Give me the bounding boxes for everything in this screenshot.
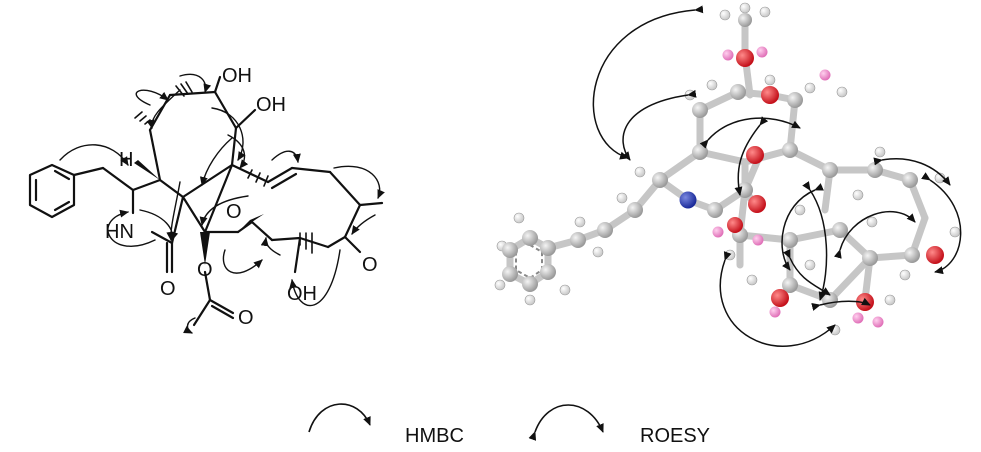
label-o-acetoxy: O (197, 259, 213, 281)
hydrogen-atom (794, 204, 806, 216)
hmbc-arrow-symbol (308, 403, 371, 433)
acetoxy-group (192, 270, 235, 327)
hydroxyl-hydrogen (756, 46, 768, 58)
label-oh-top: OH (222, 65, 252, 87)
carbon-atom (867, 162, 883, 178)
carbon-atom (862, 250, 878, 266)
carbon-atom (502, 266, 518, 282)
carbon-atom (782, 142, 798, 158)
label-o-ketone: O (362, 254, 378, 276)
nitrogen-atom (679, 191, 697, 209)
carbon-atom (822, 162, 838, 178)
carbon-atom (540, 240, 556, 256)
hydrogen-atom (804, 82, 816, 94)
hydrogen-atom (719, 9, 731, 21)
label-h: H (119, 149, 133, 171)
hmbc-arrows-2d (59, 73, 385, 334)
hydrogen-atom (494, 279, 506, 291)
hmbc-label: HMBC (405, 425, 464, 447)
carbon-atom (832, 222, 848, 238)
hydrogen-atom (852, 189, 864, 201)
carbon-atom (522, 230, 538, 246)
carbon-atom (782, 232, 798, 248)
hydroxyl-hydrogen (752, 234, 764, 246)
hydrogen-atom (866, 216, 878, 228)
carbon-atom (787, 92, 803, 108)
carbon-atom (738, 13, 752, 27)
oxygen-atom (727, 217, 743, 233)
carbon-atom (692, 102, 708, 118)
carbon-atom (707, 202, 723, 218)
oxygen-atom (926, 246, 944, 264)
hydrogen-atom (592, 246, 604, 258)
hydroxyl-hydrogens (712, 46, 884, 328)
hydroxyl-hydrogen (819, 69, 831, 81)
aromatic-dashes (515, 244, 543, 280)
carbon-atom (902, 172, 918, 188)
wedge-acetoxy (200, 232, 210, 265)
hydrogen-atom (513, 212, 525, 224)
oxygen-atom (761, 86, 779, 104)
hydrogen-atom (949, 226, 961, 238)
carbon-atom (502, 242, 518, 258)
hydrogen-atom (746, 274, 758, 286)
carbon-atom (652, 172, 668, 188)
hydroxyl-hydrogen (872, 316, 884, 328)
macrocycle (203, 166, 384, 274)
hydrogen-atom (724, 249, 736, 261)
structure-2d: OH OH H HN O O O O OH O (28, 65, 385, 334)
legend-hmbc: HMBC (308, 403, 464, 447)
carbon-atom (540, 264, 556, 280)
hydrogen-atom (874, 146, 886, 158)
label-o-ring: O (226, 201, 242, 223)
carbon-atoms (502, 13, 920, 308)
oxygen-atom (746, 146, 764, 164)
oxygen-atom (771, 289, 789, 307)
carbon-atom (627, 202, 643, 218)
hydrogen-atom (804, 259, 816, 271)
carbon-atom (730, 84, 746, 100)
hydroxyl-hydrogen (769, 306, 781, 318)
hydrogen-atom (559, 284, 571, 296)
carbon-atom (597, 222, 613, 238)
wedge-h (134, 160, 160, 180)
carbon-atom (522, 276, 538, 292)
hydrogen-atom (524, 294, 536, 306)
carbon-atom (570, 232, 586, 248)
legend: HMBC ROESY (308, 403, 710, 447)
carbon-atom (904, 247, 920, 263)
hydrogen-atom (759, 6, 771, 18)
hydrogen-atom (616, 192, 628, 204)
hydroxyl-hydrogen (712, 226, 724, 238)
hydrogen-atom (706, 79, 718, 91)
benzyl-chain (72, 166, 135, 192)
label-hn: HN (105, 221, 134, 243)
oxygen-atom (736, 49, 754, 67)
hydrogen-atom (574, 216, 586, 228)
roesy-label: ROESY (640, 425, 710, 447)
hydrogen-atom (739, 2, 751, 14)
label-oh-right: OH (256, 94, 286, 116)
oxygen-atom (748, 195, 766, 213)
label-o-acetyl: O (238, 307, 254, 329)
structure-3d-model (494, 2, 962, 347)
hydrogen-atom (829, 324, 841, 336)
hydroxyl-hydrogen (722, 49, 734, 61)
hydrogen-atom (884, 294, 896, 306)
hydroxyl-hydrogen (852, 312, 864, 324)
roesy-arrows-3d (592, 5, 962, 347)
hydrogen-atom (836, 86, 848, 98)
label-o-lactam: O (160, 278, 176, 300)
hydrogen-atom (634, 166, 646, 178)
carbon-atom (692, 144, 708, 160)
benzene-ring (28, 163, 76, 219)
hydrogen-atom (899, 269, 911, 281)
roesy-arrow-symbol (528, 404, 604, 441)
lactam-ring (131, 178, 185, 274)
hydrogen-atom (764, 74, 776, 86)
legend-roesy: ROESY (528, 404, 710, 447)
